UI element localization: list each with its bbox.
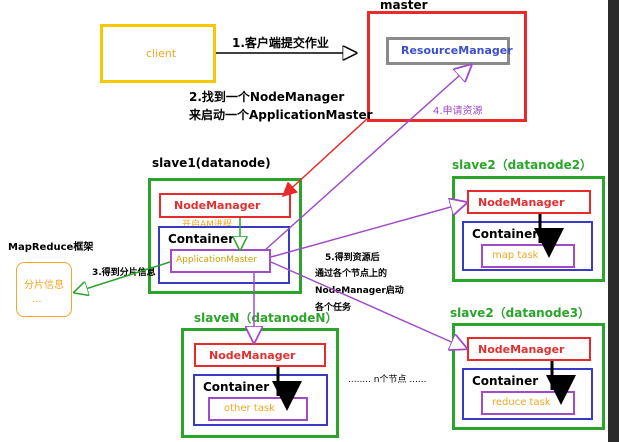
split-info-ellipsis: ...: [32, 294, 42, 305]
slave1-nodemanager-label: NodeManager: [174, 199, 261, 212]
reduce-task-label: reduce task: [492, 397, 551, 408]
split-info-label: 分片信息: [24, 280, 64, 291]
other-task-box: [208, 397, 308, 421]
slave2b-nodemanager-label: NodeManager: [478, 343, 565, 356]
slave2b-container-box: [462, 368, 593, 420]
resource-manager-box: [386, 37, 510, 65]
application-master-box: [170, 249, 271, 273]
slaveN-title: slaveN（datanodeN）: [194, 311, 338, 325]
slaveN-container-label: Container: [203, 380, 270, 394]
step5-label-line2: 通过各个节点上的: [315, 269, 388, 279]
window-edge: [608, 0, 619, 442]
slave2a-nodemanager-label: NodeManager: [478, 196, 565, 209]
step4-label: 4.申请资源: [433, 106, 483, 117]
slaveN-container-box: [193, 374, 328, 426]
application-master-label: ApplicationMaster: [176, 255, 258, 265]
slave2b-box: [452, 323, 605, 430]
step2-label-line2: 来启动一个ApplicationMaster: [189, 108, 373, 122]
n-nodes-label: ........ n个节点 ......: [348, 375, 427, 385]
slave2a-title: slave2（datanode2）: [452, 158, 593, 172]
other-task-label: other task: [224, 403, 275, 414]
slaveN-nodemanager-box: [194, 343, 326, 367]
mapreduce-title: MapReduce框架: [8, 242, 94, 253]
resource-manager-label: ResourceManager: [401, 44, 513, 57]
slave1-container-label: Container: [168, 232, 235, 246]
step2-label-line1: 2.找到一个NodeManager: [189, 90, 345, 104]
map-task-label: map task: [492, 250, 539, 261]
slave1-title: slave1(datanode): [152, 156, 271, 170]
slave2b-container-label: Container: [472, 374, 539, 388]
step5-label-line1: 5.得到资源后: [325, 253, 380, 263]
client-box: [100, 24, 216, 83]
slave1-start-am-label: 开启AM进程: [182, 220, 232, 230]
master-title: master: [380, 0, 428, 12]
slave2a-container-label: Container: [472, 227, 539, 241]
split-info-box: [16, 262, 72, 317]
step3-label: 3.得到分片信息: [92, 268, 156, 278]
slave2b-title: slave2（datanode3）: [450, 306, 591, 320]
step5-label-line3: NodeManager启动: [315, 286, 404, 296]
map-task-box: [481, 244, 575, 268]
client-label: client: [146, 47, 177, 60]
slaveN-nodemanager-label: NodeManager: [209, 349, 296, 362]
step1-label: 1.客户端提交作业: [232, 36, 329, 50]
